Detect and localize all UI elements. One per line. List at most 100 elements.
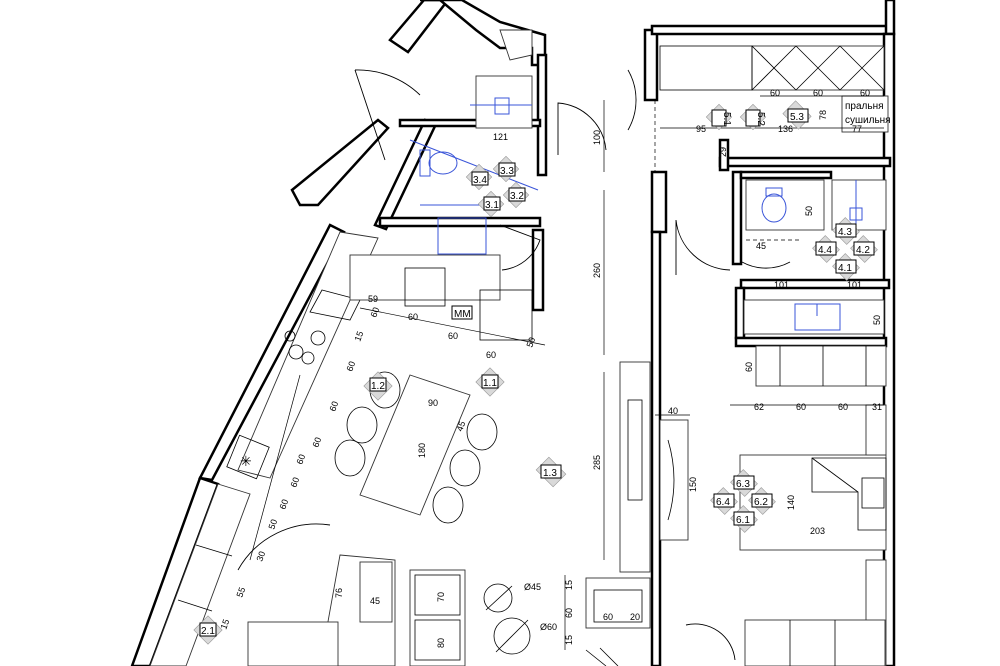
fridge	[226, 434, 270, 480]
laundry-open-shelf	[659, 45, 753, 91]
room-tag: 4.3	[838, 227, 852, 238]
dim-text: 55	[234, 586, 247, 599]
dim-text: 50	[524, 336, 537, 349]
desk-curve	[667, 439, 675, 521]
dim-text: 140	[786, 495, 796, 510]
bed-fold	[811, 457, 859, 493]
dim-text: 60	[310, 436, 323, 449]
dim-text: 60	[368, 306, 381, 319]
cabinet-x	[751, 45, 797, 91]
dim-text: 136	[778, 124, 793, 134]
sofa-cushion	[414, 574, 461, 616]
dim-text: 101	[847, 280, 862, 290]
dim-text: 45	[454, 420, 467, 433]
wc1-line	[409, 139, 539, 191]
door-bath	[557, 102, 607, 155]
dim-text: 60	[796, 402, 806, 412]
chair	[432, 486, 464, 524]
wall-laundry-bottom	[718, 156, 892, 168]
toilet-2	[761, 193, 787, 223]
wardrobe	[755, 345, 887, 387]
laundry-label-2: сушильня	[845, 115, 891, 126]
hob-burner	[284, 330, 296, 342]
bed-cover	[811, 457, 887, 531]
dim-text: 60	[564, 608, 574, 618]
wall-bath-right	[536, 53, 548, 177]
wall-kitchen-right	[531, 228, 545, 312]
wall-bathroom-top	[420, 0, 547, 67]
dim-text: 60	[813, 88, 823, 98]
dim-text: 180	[417, 443, 427, 458]
side-table	[359, 561, 393, 623]
round-table-large	[493, 617, 531, 655]
dim-text: 60	[486, 350, 496, 360]
dim-text: 60	[277, 498, 290, 511]
wall-bath-bottom	[378, 216, 542, 228]
room-tag: MM	[454, 309, 471, 320]
counter-corner	[479, 289, 533, 341]
dim-text: 60	[294, 453, 307, 466]
wall-diagonal-lower	[130, 476, 220, 666]
dim-text: 60	[770, 88, 780, 98]
dining-table	[359, 374, 471, 516]
room-tag: 1.1	[483, 378, 497, 389]
sofa-section	[409, 569, 466, 666]
door-wc2	[675, 219, 731, 275]
armchair-right	[585, 577, 651, 629]
room-tag: 4.4	[818, 245, 832, 256]
dim-text: 50	[872, 315, 882, 325]
dim-text: 101	[774, 280, 789, 290]
bath2-counter	[743, 299, 885, 335]
toilet-1	[428, 151, 458, 175]
room-tag: 2.1	[201, 626, 215, 637]
tv-unit	[619, 361, 651, 573]
tv-screen	[627, 399, 643, 501]
dim-text: 60	[744, 362, 754, 372]
dim-text: 45	[370, 596, 380, 606]
dim-text: 76	[334, 588, 344, 598]
room-tag: 6.2	[754, 497, 768, 508]
wall-right-top	[650, 24, 894, 36]
room-tag: 4.1	[838, 263, 852, 274]
bed-lower-left	[247, 621, 339, 666]
fan-icon: ✳	[240, 453, 252, 469]
door-living	[237, 523, 331, 571]
room-tag: 3.4	[473, 175, 487, 186]
dim-text: 40	[668, 406, 678, 416]
dim-text: 50	[266, 518, 279, 531]
dim-text: 60	[860, 88, 870, 98]
chair	[449, 449, 481, 487]
shower1-drain	[494, 97, 510, 115]
cabinet-divider	[177, 599, 213, 612]
door-bath2	[741, 261, 791, 269]
round-table-large-line	[495, 619, 529, 653]
dim-text: 80	[436, 638, 446, 648]
dim-text: 29	[718, 147, 728, 157]
hob-burner	[288, 344, 304, 360]
cabinet-divider	[195, 544, 233, 557]
dim-text: 60	[288, 476, 301, 489]
chair	[334, 439, 366, 477]
cabinet-x	[839, 45, 885, 91]
door-wc-leaf	[354, 69, 386, 161]
room-tag: 5.1	[721, 112, 732, 126]
door-bath-lower	[499, 224, 541, 271]
dim-text: 60	[408, 312, 418, 322]
room-tag: 5.2	[755, 112, 766, 126]
room-tag: 3.2	[510, 191, 524, 202]
dim-line-diag	[249, 374, 301, 561]
room-tag: 6.1	[736, 515, 750, 526]
room-tag: 3.3	[500, 166, 514, 177]
dim-text: 285	[592, 455, 602, 470]
chair	[466, 413, 498, 451]
round-table-small-line	[485, 585, 513, 611]
door-wc-arc	[354, 69, 421, 96]
dim-text: 77	[852, 124, 862, 134]
dim-text: 78	[818, 110, 828, 120]
dim-text: 15	[564, 635, 574, 645]
wall-diagonal-long	[198, 223, 346, 482]
laundry-label-1: пральня	[845, 101, 884, 112]
toilet-2-tank	[765, 187, 783, 197]
cabinet-x	[795, 45, 841, 91]
tall-cabinets	[149, 483, 251, 666]
